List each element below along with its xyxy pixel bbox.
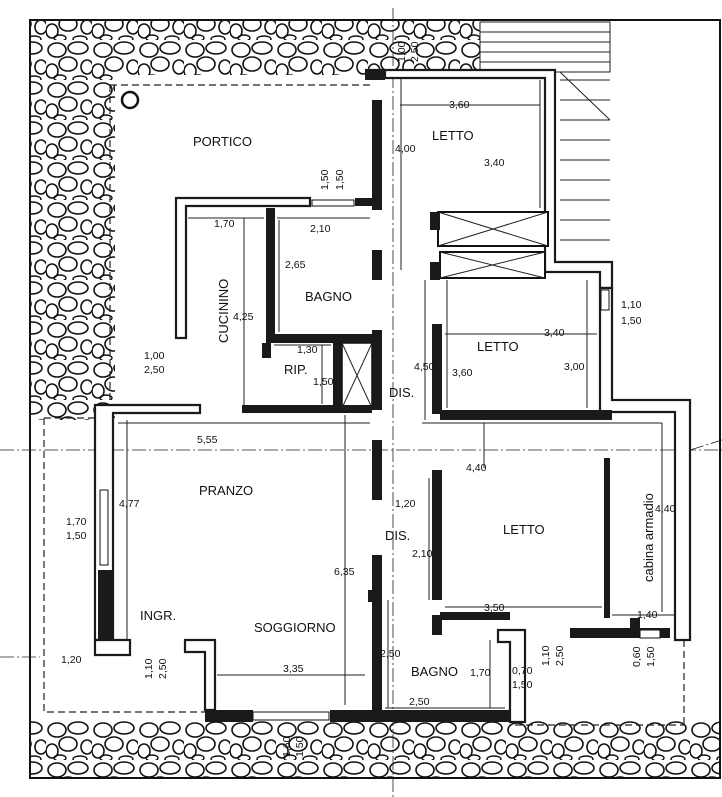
room-dis-lower: DIS. — [385, 528, 410, 543]
room-rip: RIP. — [284, 362, 308, 377]
dim-1-50-right: 1,50 — [621, 315, 642, 327]
dim-2-50-bottom: 2,50 — [409, 696, 430, 708]
room-ingr: INGR. — [140, 608, 176, 623]
dim-1-50-bottom: 1,50 — [294, 736, 306, 757]
dim-1-50-win-b: 1,50 — [334, 169, 346, 190]
dim-2-50-bagno: 2,50 — [554, 645, 566, 666]
room-letto-bottom: LETTO — [503, 522, 545, 537]
dim-3-40-letto: 3,40 — [484, 157, 505, 169]
room-bagno-bottom: BAGNO — [411, 664, 458, 679]
dim-4-40-h: 4,40 — [466, 462, 487, 474]
dim-1-50-win: 1,50 — [319, 169, 331, 190]
room-soggiorno: SOGGIORNO — [254, 620, 336, 635]
room-pranzo: PRANZO — [199, 483, 253, 498]
dim-4-77: 4,77 — [119, 498, 140, 510]
dimension-labels: 1,00 2,50 3,60 4,00 3,40 1,50 1,50 1,70 … — [61, 41, 676, 757]
dim-5-55: 5,55 — [197, 434, 218, 446]
dim-1-20-ingr: 1,20 — [61, 654, 82, 666]
dim-3-60-mid: 3,60 — [452, 367, 473, 379]
dim-6-35: 6,35 — [334, 566, 355, 578]
room-dis-upper: DIS. — [389, 385, 414, 400]
dim-4-50: 4,50 — [414, 361, 435, 373]
windows — [99, 90, 661, 721]
dim-0-60: 0,60 — [631, 646, 643, 667]
dim-3-50: 3,50 — [484, 602, 505, 614]
dim-1-00-cucinino: 1,00 — [144, 350, 165, 362]
dim-3-00: 3,00 — [564, 361, 585, 373]
dim-2-65: 2,65 — [285, 259, 306, 271]
dim-3-60: 3,60 — [449, 99, 470, 111]
walls — [93, 68, 692, 724]
stone-paving — [29, 19, 721, 779]
dim-3-40-mid: 3,40 — [544, 327, 565, 339]
room-portico: PORTICO — [193, 134, 252, 149]
dim-1-50-rip: 1,50 — [313, 376, 334, 388]
dim-4-00: 4,00 — [395, 143, 416, 155]
dim-4-25: 4,25 — [233, 311, 254, 323]
dim-1-30: 1,30 — [297, 344, 318, 356]
dim-1-60: 1,60 — [281, 736, 293, 757]
dim-1-10-bagno: 1,10 — [540, 645, 552, 666]
dim-1-50-cabina: 1,50 — [645, 646, 657, 667]
dim-1-40: 1,40 — [637, 609, 658, 621]
dim-1-20-dis: 1,20 — [395, 498, 416, 510]
room-cucinino: CUCININO — [216, 279, 231, 343]
room-bagno-top: BAGNO — [305, 289, 352, 304]
dim-1-50-left: 1,50 — [66, 530, 87, 542]
dim-3-35: 3,35 — [283, 663, 304, 675]
dim-2-50-cucinino: 2,50 — [144, 364, 165, 376]
exterior-stairs — [479, 21, 611, 241]
dim-1-10-ingr: 1,10 — [143, 658, 155, 679]
room-labels: PORTICO LETTO CUCININO BAGNO RIP. DIS. L… — [140, 128, 656, 679]
dim-4-40-v: 4,40 — [655, 503, 676, 515]
dimension-lines — [118, 78, 674, 709]
dim-1-70-left: 1,70 — [66, 516, 87, 528]
room-letto-mid: LETTO — [477, 339, 519, 354]
dim-1-70-bagno: 1,70 — [470, 667, 491, 679]
dim-2-10-dis: 2,10 — [412, 548, 433, 560]
dim-2-50-top: 2,50 — [409, 41, 421, 62]
axis-lines — [0, 8, 722, 797]
dim-2-50-ingr: 2,50 — [157, 658, 169, 679]
dim-1-00-top: 1,00 — [396, 41, 408, 62]
dim-2-10-bagno: 2,10 — [310, 223, 331, 235]
boundary-lines — [43, 84, 685, 726]
dim-0-70: 0,70 — [512, 665, 533, 677]
dim-1-70-cucinino: 1,70 — [214, 218, 235, 230]
dim-1-50-bagno: 1,50 — [512, 679, 533, 691]
room-letto-top: LETTO — [432, 128, 474, 143]
room-cabina-armadio: cabina armadio — [641, 493, 656, 582]
dim-2-50-bagno-v: 2,50 — [380, 648, 401, 660]
dim-1-10-right: 1,10 — [621, 299, 642, 311]
